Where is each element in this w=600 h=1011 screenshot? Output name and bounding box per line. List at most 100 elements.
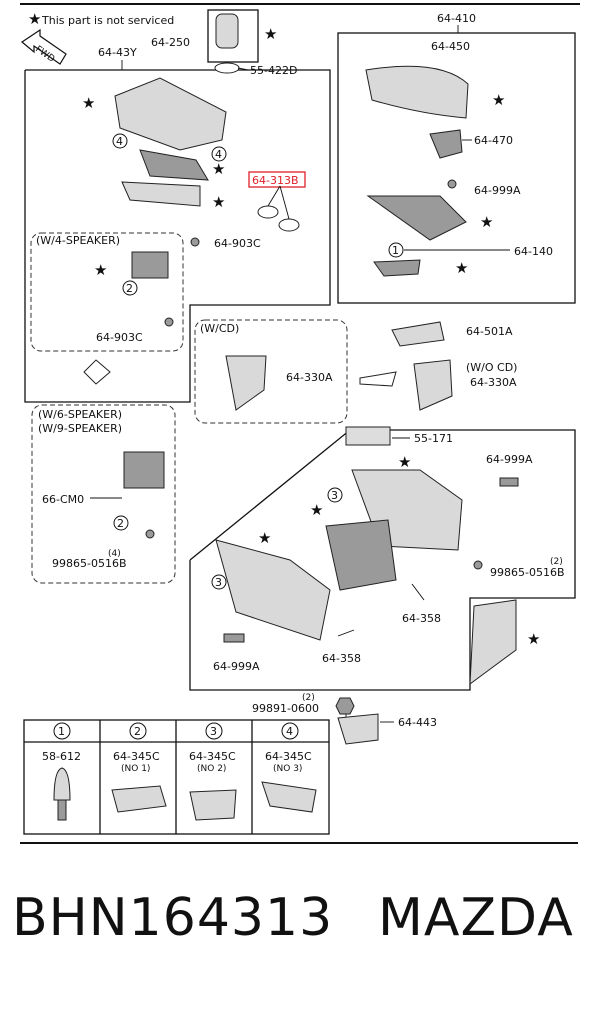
label-w-o-cd: (W/O CD) — [466, 361, 517, 374]
bracket-part — [337, 713, 379, 745]
box-64-250 — [207, 9, 259, 63]
screw-part-c — [447, 179, 457, 189]
bolt-part — [499, 477, 519, 487]
svg-text:2: 2 — [126, 282, 133, 295]
label-64-358-a: 64-358 — [402, 612, 441, 625]
label-w4-speaker: (W/4-SPEAKER) — [36, 234, 120, 247]
clip-no1-part — [111, 785, 167, 813]
hinge-part — [366, 195, 467, 241]
table-header-2: 2 — [129, 722, 147, 740]
label-99891: 99891-0600 — [252, 702, 319, 715]
svg-text:3: 3 — [210, 725, 217, 738]
fwd-arrow-icon: FWD — [20, 28, 67, 65]
label-64-443: 64-443 — [398, 716, 437, 729]
label-64-501a: 64-501A — [466, 325, 513, 338]
latch-part — [429, 129, 463, 159]
swap-arrow-icon — [359, 371, 397, 387]
label-w9-speaker: (W/9-SPEAKER) — [38, 422, 122, 435]
label-64-470: 64-470 — [474, 134, 513, 147]
callout-2a: 2 — [122, 280, 138, 296]
label-64-999a-bot: 64-999A — [213, 660, 260, 673]
table-note-2: (NO 1) — [121, 764, 150, 774]
label-64-250: 64-250 — [151, 36, 190, 49]
label-64-903c-b: 64-903C — [96, 331, 143, 344]
label-64-999a-top: 64-999A — [474, 184, 521, 197]
table-part-1: 58-612 — [42, 750, 81, 763]
label-64-330a-b: 64-330A — [470, 376, 517, 389]
qty-2a: (2) — [550, 557, 563, 567]
callout-3b: 3 — [211, 574, 227, 590]
parts-table — [23, 719, 330, 835]
star-armrest: ★ — [492, 91, 505, 109]
screw-part-e — [473, 560, 483, 570]
cd-box-part-b — [413, 359, 453, 411]
bolt-part-b — [223, 633, 245, 643]
frame-64-410 — [337, 32, 576, 304]
star-bin: ★ — [310, 501, 323, 519]
screw-part-d — [145, 529, 155, 539]
clip-no2-part — [189, 789, 237, 821]
frame-w6-speaker — [31, 404, 176, 584]
caption: BHN164313 MAZDA — [0, 888, 600, 978]
svg-text:3: 3 — [331, 489, 338, 502]
table-part-2: 64-345C — [113, 750, 160, 763]
side-panel-part — [215, 539, 331, 641]
table-header-1: 1 — [53, 722, 71, 740]
nut-part — [335, 697, 355, 715]
frame-w4-speaker — [30, 232, 184, 352]
svg-text:1: 1 — [58, 725, 65, 738]
upper-bezel-part — [114, 77, 227, 151]
label-64-903c-a: 64-903C — [214, 237, 261, 250]
pad-part-b — [278, 218, 300, 232]
part-number: BHN164313 — [12, 888, 334, 948]
svg-text:4: 4 — [116, 135, 123, 148]
star-bezel: ★ — [82, 94, 95, 112]
label-64-330a-a: 64-330A — [286, 371, 333, 384]
frame-w-cd — [194, 319, 348, 424]
label-pad-part — [345, 426, 391, 446]
screw-part — [190, 237, 200, 247]
armrest-lid-part — [365, 65, 469, 119]
svg-text:2: 2 — [117, 517, 124, 530]
link-arrow-icon — [83, 359, 111, 385]
label-w6-speaker: (W/6-SPEAKER) — [38, 408, 122, 421]
table-part-4: 64-345C — [265, 750, 312, 763]
callout-1a: 1 — [388, 242, 404, 258]
screw-part-b — [164, 317, 174, 327]
star-tray: ★ — [212, 193, 225, 211]
label-99865-a: 99865-0516B — [52, 557, 127, 570]
label-64-313b[interactable]: 64-313B — [252, 174, 299, 187]
tray-part — [121, 181, 201, 207]
callout-3a: 3 — [327, 487, 343, 503]
label-64-410: 64-410 — [437, 12, 476, 25]
svg-text:4: 4 — [215, 148, 222, 161]
pad-part-a — [257, 205, 279, 219]
brand-name: MAZDA — [378, 888, 574, 948]
lock-part — [373, 259, 421, 277]
star-lock: ★ — [455, 259, 468, 277]
label-55-422d: 55-422D — [250, 64, 297, 77]
trim-plate-part — [139, 149, 209, 181]
knob-stem-part — [57, 799, 67, 821]
svg-text:1: 1 — [392, 244, 399, 257]
table-part-3: 64-345C — [189, 750, 236, 763]
table-note-3: (NO 2) — [197, 764, 226, 774]
table-header-3: 3 — [205, 722, 223, 740]
label-64-140: 64-140 — [514, 245, 553, 258]
table-header-4: 4 — [281, 722, 299, 740]
end-cap-part — [469, 599, 517, 686]
highlight-64-313b — [248, 171, 306, 188]
knob-cap-part — [53, 767, 71, 801]
label-64-999a-mid: 64-999A — [486, 453, 533, 466]
svg-text:3: 3 — [215, 576, 222, 589]
star-end-cap: ★ — [527, 630, 540, 648]
svg-text:4: 4 — [286, 725, 293, 738]
frame-64-43y — [24, 69, 331, 403]
label-64-43y: 64-43Y — [98, 46, 137, 59]
shift-knob-part — [215, 13, 239, 49]
clip-no3-part — [261, 781, 317, 813]
label-64-358-b: 64-358 — [322, 652, 361, 665]
storage-bin-part — [325, 519, 397, 591]
boot-ring-part — [214, 62, 240, 74]
